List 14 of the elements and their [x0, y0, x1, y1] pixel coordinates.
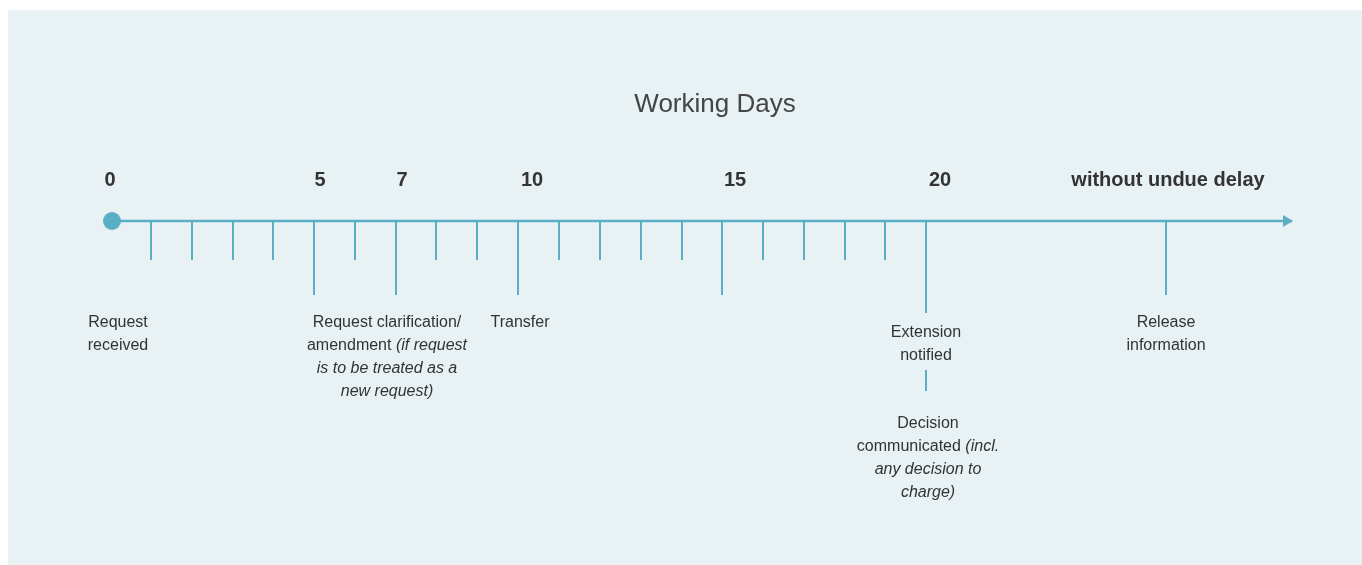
- event-label: Request received: [86, 312, 150, 355]
- tick-label: 20: [927, 168, 953, 191]
- tick-label: 15: [722, 168, 748, 191]
- tick-label: 0: [103, 168, 117, 191]
- chart-title: Working Days: [633, 88, 797, 118]
- event-label: Transfer: [489, 312, 551, 332]
- tick-label: without undue delay: [1070, 168, 1266, 191]
- event-label: Decision communicated (incl. any decision to charge): [855, 413, 1001, 502]
- event-label: Extension notified: [889, 322, 963, 365]
- tick-label: 10: [519, 168, 545, 191]
- event-label: Release information: [1125, 312, 1207, 355]
- tick-label: 5: [313, 168, 327, 191]
- event-label: Request clarification/ amendment (if request is to be treated as a new request): [305, 312, 469, 401]
- tick-label: 7: [395, 168, 409, 191]
